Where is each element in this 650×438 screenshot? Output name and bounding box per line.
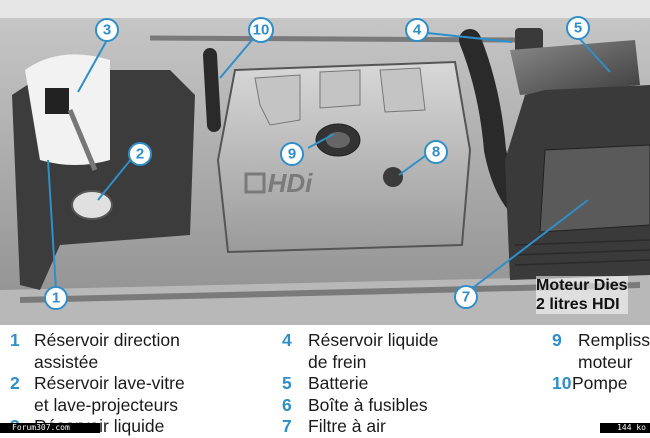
callout-1: 1: [44, 286, 68, 310]
svg-text:3: 3: [103, 22, 111, 39]
legend-item-6: 6 Boîte à fusibles: [282, 395, 438, 417]
callout-2: 2: [128, 142, 152, 166]
legend-number: 9: [552, 330, 562, 350]
leader-line-4: [426, 32, 513, 43]
legend-number: 2: [10, 373, 20, 393]
legend-text: Batterie: [308, 373, 369, 393]
svg-text:2: 2: [136, 146, 144, 163]
leader-line-8: [398, 155, 426, 176]
callout-3: 3: [95, 18, 119, 42]
legend-number: 1: [10, 330, 20, 350]
legend-number: 7: [282, 416, 292, 436]
leader-line-2: [97, 157, 133, 201]
callout-7: 7: [454, 285, 478, 309]
legend-item-10: 10 Pompe: [552, 373, 650, 395]
callout-4: 4: [405, 18, 429, 42]
engine-caption-line-2: 2 litres HDI: [536, 296, 620, 313]
legend-number: 5: [282, 373, 292, 393]
legend-number: 10: [552, 373, 572, 393]
engine-caption: Moteur Dies 2 litres HDI: [536, 276, 628, 314]
legend-item-4: 4 Réservoir liquide de frein: [282, 330, 438, 373]
callout-10: 10: [248, 17, 274, 43]
battery: [510, 40, 640, 95]
leader-line-10: [219, 39, 253, 79]
pump-port: [383, 167, 403, 187]
legend-text: Réservoir liquide de frein: [308, 330, 438, 373]
legend-line: Réservoir liquide: [308, 330, 439, 350]
legend-item-7: 7 Filtre à air: [282, 416, 438, 438]
leader-line-7: [469, 199, 589, 291]
engine-bay-figure: HDi 1 2 3 4 5 7 8 9 10: [0, 0, 650, 325]
legend-item-1: 1 Réservoir direction assistée: [10, 330, 185, 373]
legend-text: Réservoir lave-vitre et lave-projecteurs: [34, 373, 185, 416]
legend-column-3: 9 Rempliss moteur 10 Pompe: [552, 330, 650, 395]
callout-5: 5: [566, 16, 590, 40]
legend-item-5: 5 Batterie: [282, 373, 438, 395]
legend-text: Boîte à fusibles: [308, 394, 428, 415]
svg-text:1: 1: [52, 290, 60, 307]
leader-line-1: [47, 159, 57, 291]
legend-line: assistée: [34, 351, 99, 372]
legend-line: et lave-projecteurs: [34, 394, 178, 415]
legend-number: 6: [282, 394, 292, 415]
svg-text:7: 7: [462, 289, 470, 306]
legend-line: Réservoir lave-vitre: [34, 373, 185, 393]
legend-text: Filtre à air: [308, 416, 386, 436]
legend-column-2: 4 Réservoir liquide de frein 5 Batterie …: [282, 330, 438, 438]
leader-line-9: [307, 133, 335, 149]
legend-line: de frein: [308, 351, 367, 372]
forum-watermark: Forum307.com: [0, 423, 100, 433]
legend-item-9: 9 Rempliss moteur: [552, 330, 650, 373]
legend-line: Rempliss: [578, 330, 650, 350]
engine-badge: HDi: [268, 168, 314, 198]
svg-text:9: 9: [288, 146, 296, 163]
legend-column-1: 1 Réservoir direction assistée 2 Réservo…: [10, 330, 185, 438]
svg-text:4: 4: [413, 22, 422, 39]
svg-text:5: 5: [574, 20, 582, 37]
file-size-label: 144 ko: [600, 423, 650, 433]
leader-line-3: [77, 39, 108, 93]
svg-text:8: 8: [432, 144, 440, 161]
engine-caption-line-1: Moteur Dies: [536, 277, 628, 294]
callout-9: 9: [280, 142, 304, 166]
legend-item-2: 2 Réservoir lave-vitre et lave-projecteu…: [10, 373, 185, 416]
svg-text:10: 10: [253, 22, 270, 39]
legend-text: Réservoir direction assistée: [34, 330, 180, 373]
legend-text: Pompe: [572, 373, 628, 393]
washer-reservoir-cap: [71, 190, 113, 220]
callout-8: 8: [424, 140, 448, 164]
legend-line: moteur: [578, 351, 633, 372]
legend-line: Réservoir direction: [34, 330, 180, 350]
leader-line-5: [577, 36, 611, 73]
legend-number: 4: [282, 330, 292, 350]
legend-text: Rempliss moteur: [578, 330, 650, 373]
